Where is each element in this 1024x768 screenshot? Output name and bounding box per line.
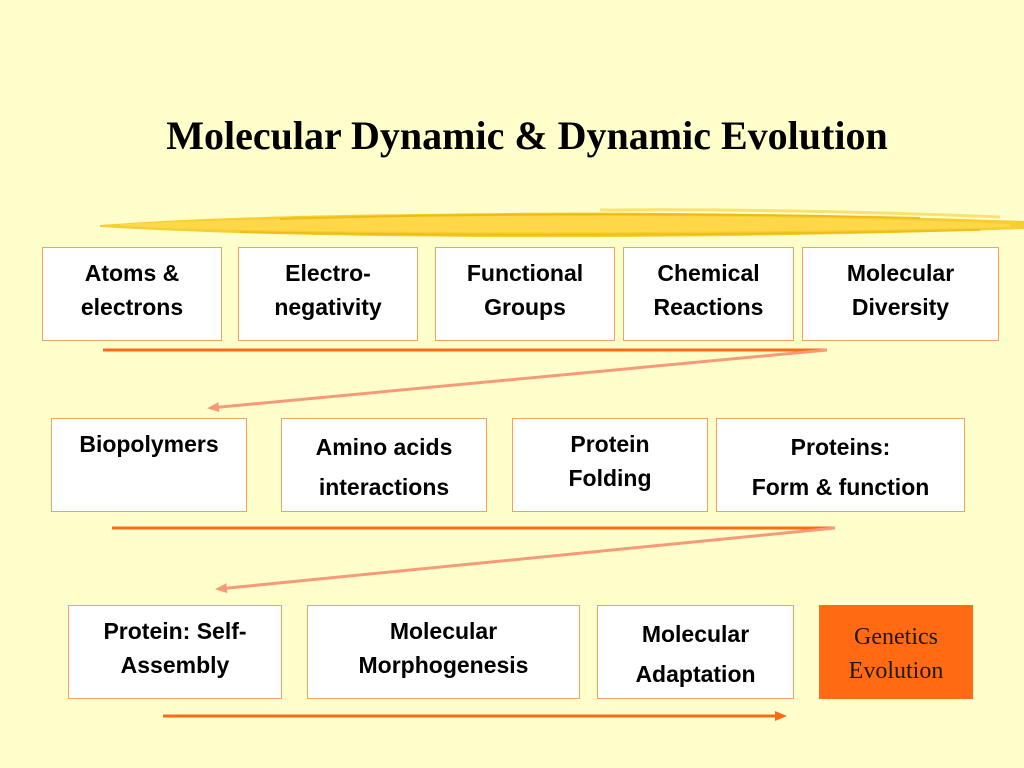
box-line: Adaptation bbox=[635, 661, 756, 687]
slide-title: Molecular Dynamic & Dynamic Evolution bbox=[166, 113, 888, 158]
box-line: Form & function bbox=[751, 474, 930, 500]
box-line: Folding bbox=[568, 465, 652, 491]
box-line: Diversity bbox=[851, 294, 950, 320]
box-line: Biopolymers bbox=[79, 431, 219, 457]
box-functional-groups: Functional Groups bbox=[435, 247, 615, 341]
box-line: negativity bbox=[274, 294, 382, 320]
box-line: Proteins: bbox=[790, 434, 891, 460]
box-genetics-evolution: Genetics Evolution bbox=[819, 605, 973, 699]
brush-stroke-divider bbox=[100, 208, 1024, 238]
box-line: Evolution bbox=[848, 658, 944, 684]
box-line: Molecular bbox=[389, 618, 498, 644]
box-line: Atoms & bbox=[84, 260, 180, 286]
box-line: Assembly bbox=[120, 652, 230, 678]
box-molecular-adaptation: Molecular Adaptation bbox=[597, 605, 794, 699]
box-protein-folding: Protein Folding bbox=[512, 418, 708, 512]
box-line: interactions bbox=[318, 474, 450, 500]
row1-to-row2-arrow bbox=[207, 348, 828, 413]
box-line: electrons bbox=[80, 294, 184, 320]
box-line: Protein bbox=[570, 431, 650, 457]
box-line: Molecular bbox=[846, 260, 955, 286]
box-amino-acids-interactions: Amino acids interactions bbox=[281, 418, 487, 512]
box-molecular-diversity: Molecular Diversity bbox=[802, 247, 999, 341]
box-atoms-electrons: Atoms & electrons bbox=[42, 247, 222, 341]
box-line: Molecular bbox=[641, 621, 750, 647]
box-protein-self-assembly: Protein: Self- Assembly bbox=[68, 605, 282, 699]
box-line: Chemical bbox=[657, 260, 760, 286]
box-line: Protein: Self- bbox=[103, 618, 247, 644]
box-line: Morphogenesis bbox=[358, 652, 529, 678]
box-biopolymers: Biopolymers bbox=[51, 418, 247, 512]
box-line: Genetics bbox=[854, 624, 938, 650]
box-line: Functional bbox=[466, 260, 584, 286]
box-electronegativity: Electro- negativity bbox=[238, 247, 418, 341]
box-line: Amino acids bbox=[315, 434, 453, 460]
box-molecular-morphogenesis: Molecular Morphogenesis bbox=[307, 605, 580, 699]
box-chemical-reactions: Chemical Reactions bbox=[623, 247, 794, 341]
box-line: Groups bbox=[484, 294, 566, 320]
row2-to-row3-arrow bbox=[215, 526, 836, 594]
box-line: Electro- bbox=[285, 260, 371, 286]
box-proteins-form-function: Proteins: Form & function bbox=[716, 418, 965, 512]
box-line: Reactions bbox=[653, 294, 764, 320]
